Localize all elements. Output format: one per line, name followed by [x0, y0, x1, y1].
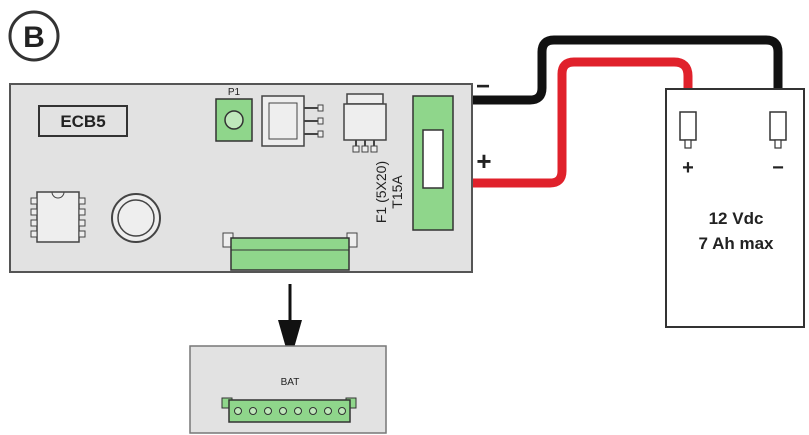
black-wire	[456, 35, 783, 112]
battery-terminal-minus	[769, 111, 787, 141]
connector-detail-panel: BAT	[189, 345, 387, 434]
fuse-label-line2: T15A	[389, 175, 405, 209]
buzzer	[111, 193, 161, 243]
board-battery-connector	[222, 232, 358, 271]
minus-wire-label: −	[476, 73, 490, 100]
section-badge: B	[8, 10, 60, 62]
board-label-box	[38, 105, 128, 137]
regulator-component	[261, 95, 324, 147]
down-arrow-icon	[278, 284, 302, 362]
plus-wire-label: +	[476, 146, 491, 176]
dip-chip	[30, 191, 86, 243]
battery-voltage: 12 Vdc	[709, 209, 764, 228]
battery: + − 12 Vdc 7 Ah max	[665, 88, 805, 328]
badge-letter: B	[23, 21, 45, 54]
battery-terminal-plus	[679, 111, 697, 141]
fuse-label-line1: F1 (5X20)	[373, 161, 389, 223]
red-wire	[456, 57, 693, 188]
transistor-component	[343, 93, 387, 153]
detail-connector-label: BAT	[281, 377, 300, 388]
detail-bat-connector	[221, 397, 357, 423]
battery-minus-label: −	[772, 157, 784, 179]
button-label: P1	[228, 87, 241, 98]
battery-plus-label: +	[682, 157, 694, 179]
battery-capacity: 7 Ah max	[699, 234, 775, 253]
control-board: ECB5 P1	[9, 83, 473, 273]
board-label: ECB5	[60, 112, 105, 131]
fuse-holder	[412, 95, 454, 231]
